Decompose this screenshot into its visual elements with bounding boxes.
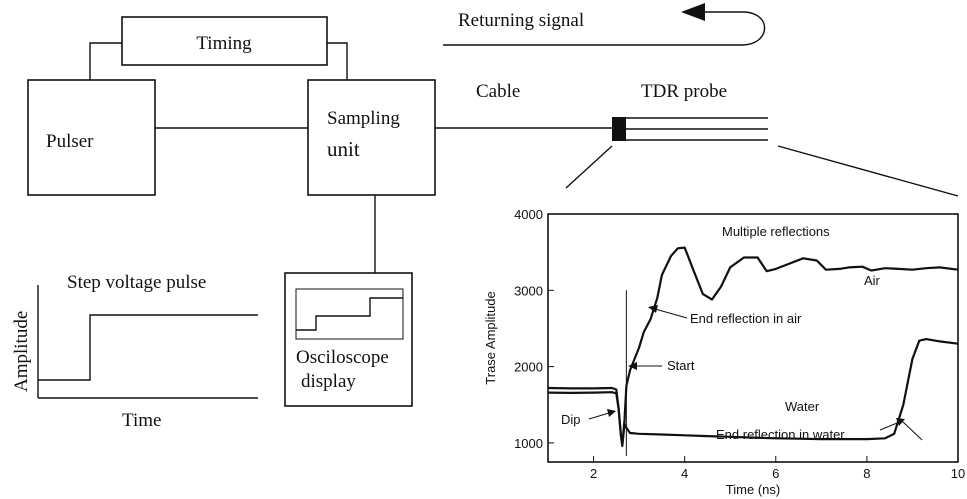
annotation-end-reflection-water: End reflection in water (716, 427, 845, 442)
x-tick-label: 10 (951, 466, 965, 481)
pulser-box (27, 79, 156, 196)
annotation-dip: Dip (561, 412, 581, 427)
dip-arrowhead (607, 409, 616, 417)
chart-x-label: Time (ns) (726, 482, 780, 497)
annotation-start: Start (667, 358, 695, 373)
oscilloscope-label-line1: Osciloscope (296, 347, 389, 368)
returning-signal-arrow (443, 11, 766, 46)
zoom-line-right (777, 145, 959, 197)
x-tick-label: 6 (772, 466, 779, 481)
y-tick-label: 4000 (514, 207, 543, 222)
sampling-unit-box (307, 79, 436, 196)
chart-frame (547, 213, 959, 463)
step-x-label: Time (122, 410, 161, 431)
returning-signal-arrowhead (681, 3, 705, 21)
oscilloscope-label-line2: display (301, 371, 356, 392)
annotation-multiple-reflections: Multiple reflections (722, 224, 830, 239)
x-tick-label: 2 (590, 466, 597, 481)
x-tick-label: 8 (863, 466, 870, 481)
end-water-arrowhead (896, 418, 905, 426)
oscilloscope-box (284, 272, 413, 407)
y-tick-label: 2000 (514, 360, 543, 375)
x-tick-label: 4 (681, 466, 688, 481)
annotation-end-reflection-air: End reflection in air (690, 311, 802, 326)
timing-box (121, 16, 328, 66)
sampling-label-line1: Sampling (327, 108, 400, 129)
chart-series (547, 246, 959, 448)
step-y-label: Amplitude (11, 311, 32, 392)
step-pulse-line (38, 314, 258, 381)
dip-pointer (588, 412, 610, 420)
pulser-label: Pulser (46, 131, 94, 152)
timing-to-sampling-connector (327, 42, 348, 80)
end-water-pointer-b (901, 420, 923, 441)
step-pulse-title: Step voltage pulse (67, 272, 206, 293)
annotation-water: Water (785, 399, 820, 414)
start-arrowhead (628, 362, 637, 370)
end-air-arrowhead (648, 305, 658, 313)
end-air-pointer (654, 308, 688, 319)
tdr-probe-label: TDR probe (641, 81, 727, 102)
annotation-air: Air (864, 273, 881, 288)
sampling-label-line2: unit (327, 137, 360, 161)
chart-y-label: Trase Amplitude (483, 291, 498, 384)
oscilloscope-screen (295, 288, 404, 340)
timing-to-pulser-connector (89, 42, 122, 80)
timing-label: Timing (196, 33, 252, 54)
returning-signal-label: Returning signal (458, 10, 584, 31)
zoom-line-left (565, 145, 613, 189)
cable-label: Cable (476, 81, 520, 102)
y-axis-ticks: 1000 2000 3000 4000 (514, 207, 554, 451)
y-tick-label: 1000 (514, 436, 543, 451)
series-line-water (547, 338, 959, 448)
y-tick-label: 3000 (514, 283, 543, 298)
x-axis-ticks: 2 4 6 8 10 (590, 456, 965, 481)
oscilloscope-trace (296, 297, 403, 331)
probe-head (612, 117, 626, 141)
